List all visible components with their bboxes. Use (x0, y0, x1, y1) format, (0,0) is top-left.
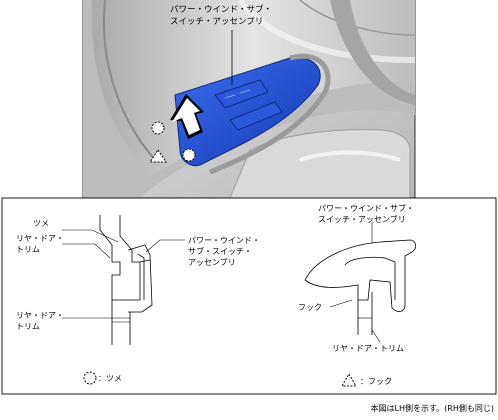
up-arrow-icon (170, 94, 204, 139)
left-trim-bottom-line2: トリム (16, 322, 40, 331)
left-switch-line3: アッセンブリ (188, 257, 236, 267)
photo-callout-line1: パワー・ウインド・サブ・ (170, 4, 272, 15)
left-cross-section (62, 215, 185, 345)
right-switch-line2: スイッチ・アッセンブリ (318, 214, 406, 224)
left-trim-top-line2: トリム (16, 245, 40, 254)
photo-callout-line2: スイッチ・アッセンブリ (170, 16, 263, 27)
dashed-triangle-icon (149, 149, 167, 163)
left-tsume-label: ツメ (33, 219, 49, 228)
legend-triangle-label: ：フック (360, 377, 392, 386)
switch-panel-photo (174, 53, 331, 175)
left-switch-line2: サブ・スイッチ・ (188, 246, 252, 256)
right-switch-line1: パワー・ウインド・サブ・ (318, 203, 414, 213)
dashed-circle-icon (182, 148, 196, 162)
left-switch-line1: パワー・ウインド・ (188, 236, 260, 245)
footnote: 本図はLH側を示す。(RH側も同じ) (371, 403, 495, 413)
dashed-circle-icon (151, 121, 165, 135)
dashed-circle-icon (83, 371, 97, 385)
legend-circle-label: ：ツメ (98, 374, 122, 383)
dashed-triangle-icon (341, 373, 357, 387)
right-trim-label: リヤ・ドア・トリム (332, 344, 404, 353)
right-hook-label: フック (298, 303, 322, 312)
left-trim-bottom-line1: リヤ・ドア・ (16, 311, 64, 320)
right-cross-section (304, 222, 416, 343)
left-trim-top-line1: リヤ・ドア・ (16, 234, 64, 243)
detail-frame (1, 197, 497, 395)
